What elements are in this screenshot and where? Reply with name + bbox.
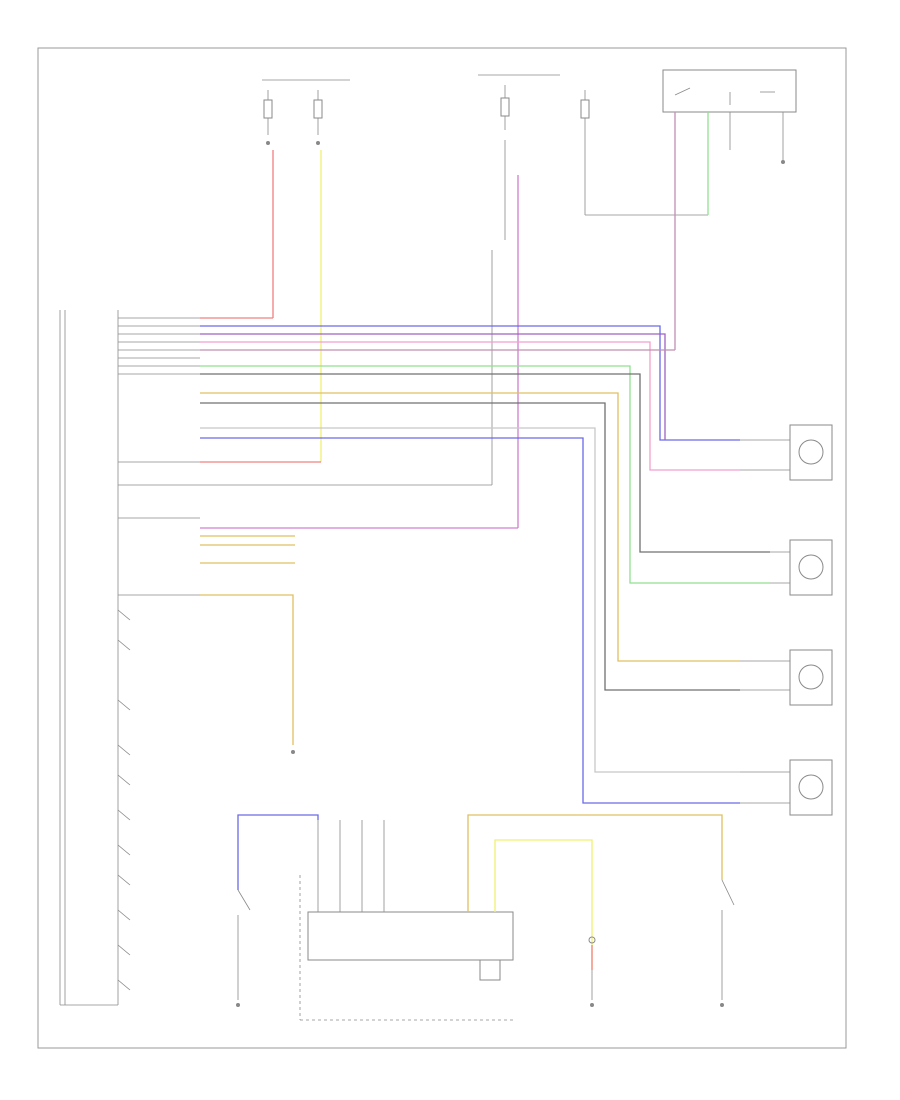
control-module xyxy=(59,310,119,1006)
connector-pins xyxy=(118,317,200,596)
relay-box xyxy=(662,69,797,113)
diagram-frame xyxy=(37,47,847,1049)
fluid-sensor xyxy=(588,936,596,1007)
parking-brake-switch xyxy=(720,879,735,1007)
brake-switch xyxy=(236,889,251,1007)
fuse-block-center xyxy=(478,74,708,216)
wire-cluster-blue xyxy=(237,814,319,890)
wheel-speed-sensor-1 xyxy=(740,424,833,481)
wheel-speed-sensor-4 xyxy=(740,759,833,816)
wheel-speed-sensor-3 xyxy=(740,649,833,706)
harness-wires xyxy=(200,317,770,804)
module-switches xyxy=(117,609,131,991)
wheel-speed-sensor-2 xyxy=(770,539,833,596)
wire-cluster-orange xyxy=(467,814,723,912)
wire-cluster-yellow xyxy=(494,839,593,970)
instrument-cluster xyxy=(299,820,515,1021)
fuse-block-left xyxy=(262,79,350,145)
ground-point-1 xyxy=(291,750,295,754)
